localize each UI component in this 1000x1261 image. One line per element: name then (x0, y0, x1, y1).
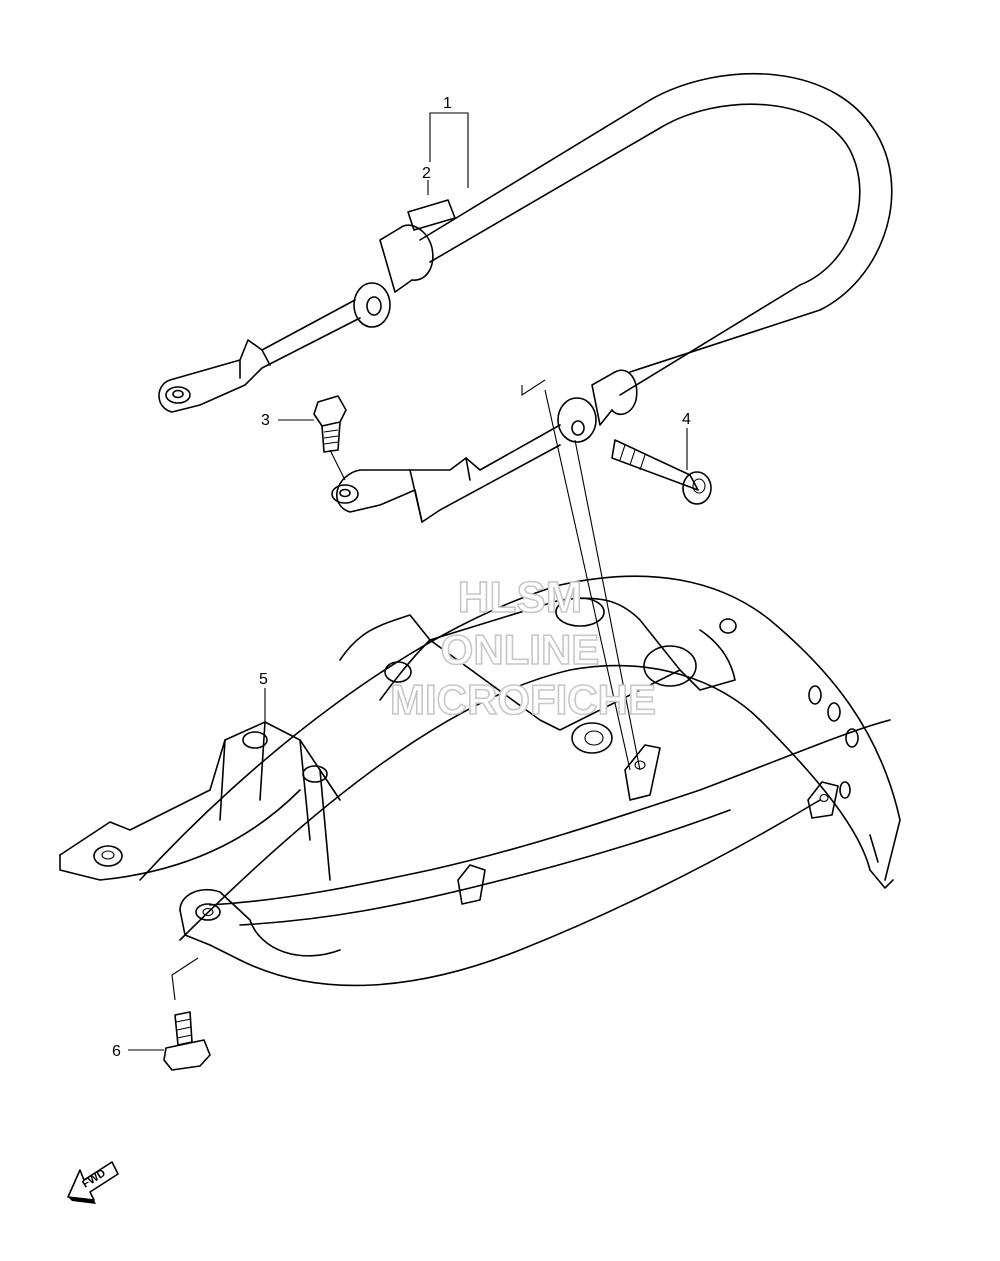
part-1-grab-rail[interactable] (158, 73, 893, 523)
fwd-arrow-icon: FWD (67, 1161, 119, 1204)
callout-5: 5 (259, 671, 268, 688)
watermark: HLSM ONLINE MICROFICHE (389, 572, 657, 724)
watermark-line-3: MICROFICHE (390, 676, 656, 723)
callout-1: 1 (443, 95, 452, 112)
part-2-label[interactable] (407, 199, 456, 231)
watermark-line-1: HLSM (458, 573, 583, 622)
part-4-cap-screw[interactable] (611, 439, 712, 505)
watermark-line-2: ONLINE (441, 626, 600, 673)
leader-lines (128, 112, 688, 1051)
part-5-mounting-bracket[interactable] (59, 575, 901, 987)
callout-6: 6 (112, 1043, 121, 1060)
callout-3: 3 (261, 412, 270, 429)
callout-4: 4 (682, 411, 691, 428)
part-3-bolt[interactable] (313, 395, 347, 453)
callout-2: 2 (422, 165, 431, 182)
part-6-bolt[interactable] (163, 1011, 211, 1071)
